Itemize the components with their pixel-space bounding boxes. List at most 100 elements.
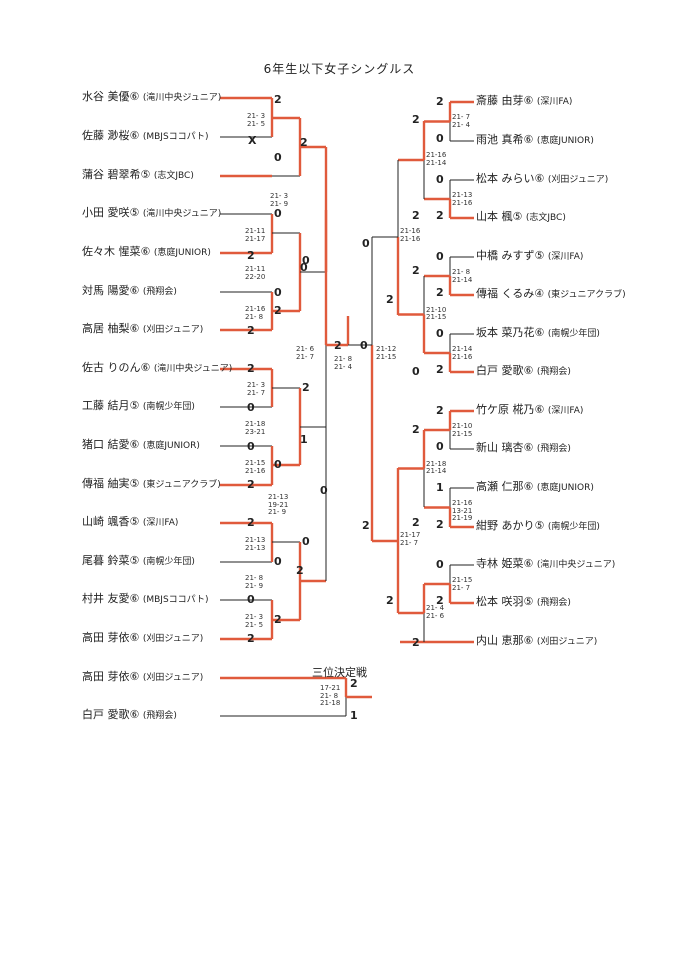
player-club: (刈田ジュニア) xyxy=(142,325,204,335)
match-score: 21-16 13-21 21-19 xyxy=(452,499,473,522)
player-right: 高瀬 仁那⑥ (恵庭JUNIOR) xyxy=(476,480,594,495)
match-result: 2 xyxy=(386,293,394,306)
player-left: 高田 芽依⑥ (刈田ジュニア) xyxy=(82,631,203,646)
player-name: 内山 恵那⑥ xyxy=(476,634,537,647)
match-result: 2 xyxy=(412,209,420,222)
match-result: 0 xyxy=(320,484,328,497)
match-score: 17-21 21- 8 21-18 xyxy=(320,684,341,707)
match-result: 0 xyxy=(302,254,310,267)
player-name: 傳福 くるみ④ xyxy=(476,287,548,300)
player-name: 紺野 あかり⑤ xyxy=(476,519,548,532)
player-third-place: 高田 芽依⑥ (刈田ジュニア) xyxy=(82,670,203,685)
player-name: 蒲谷 碧翠希⑤ xyxy=(82,168,154,181)
match-result: 0 xyxy=(360,339,368,352)
player-club: (南幌少年団) xyxy=(142,402,195,412)
match-score: 21-11 22-20 xyxy=(245,265,266,281)
player-club: (南幌少年団) xyxy=(142,557,195,567)
match-score: 21- 4 21- 6 xyxy=(426,604,445,620)
player-name: 新山 璃杏⑥ xyxy=(476,441,537,454)
match-score: 21-16 21-16 xyxy=(400,227,421,243)
player-club: (深川FA) xyxy=(142,518,179,528)
match-result: 2 xyxy=(362,519,370,532)
player-right: 紺野 あかり⑤ (南幌少年団) xyxy=(476,519,600,534)
player-name: 工藤 結月⑤ xyxy=(82,399,143,412)
match-result: 2 xyxy=(412,423,420,436)
player-left: 猪口 結愛⑥ (恵庭JUNIOR) xyxy=(82,438,200,453)
player-club: (刈田ジュニア) xyxy=(142,673,204,683)
player-club: (MBJSココパト) xyxy=(142,132,209,142)
match-result: 2 xyxy=(247,362,255,375)
match-result: 2 xyxy=(412,264,420,277)
match-result: 0 xyxy=(300,261,308,274)
match-score: 21-10 21-15 xyxy=(452,422,473,438)
player-right: 白戸 愛歌⑥ (飛翔会) xyxy=(476,364,571,379)
match-result: 2 xyxy=(247,632,255,645)
player-club: (飛翔会) xyxy=(536,367,571,377)
player-right: 傳福 くるみ④ (東ジュニアクラブ) xyxy=(476,287,626,302)
player-name: 水谷 美優⑥ xyxy=(82,90,143,103)
player-right: 寺林 姫菜⑥ (滝川中央ジュニア) xyxy=(476,557,615,572)
match-result: 2 xyxy=(247,478,255,491)
player-right: 雨池 真希⑥ (恵庭JUNIOR) xyxy=(476,133,594,148)
match-result: 0 xyxy=(302,535,310,548)
player-left: 蒲谷 碧翠希⑤ (志文JBC) xyxy=(82,168,194,183)
match-result: 0 xyxy=(274,555,282,568)
player-third-place: 白戸 愛歌⑥ (飛翔会) xyxy=(82,708,177,723)
match-score: 21-13 21-13 xyxy=(245,536,266,552)
player-club: (恵庭JUNIOR) xyxy=(536,483,594,493)
player-left: 傳福 紬実⑤ (東ジュニアクラブ) xyxy=(82,477,221,492)
match-score: 21- 3 21- 7 xyxy=(247,381,266,397)
match-score: 21-15 21- 7 xyxy=(452,576,473,592)
match-result: 2 xyxy=(247,516,255,529)
player-club: (東ジュニアクラブ) xyxy=(142,480,221,490)
player-right: 坂本 菜乃花⑥ (南幌少年団) xyxy=(476,326,600,341)
match-score: 21- 6 21- 7 xyxy=(296,345,315,361)
match-result: 2 xyxy=(247,249,255,262)
player-club: (刈田ジュニア) xyxy=(547,175,609,185)
match-result: X xyxy=(248,134,257,147)
player-left: 佐古 りのん⑥ (滝川中央ジュニア) xyxy=(82,361,232,376)
match-result: 0 xyxy=(436,440,444,453)
match-score: 21-13 21-16 xyxy=(452,191,473,207)
player-name: 村井 友愛⑥ xyxy=(82,592,143,605)
player-club: (滝川中央ジュニア) xyxy=(142,209,222,219)
player-name: 佐々木 惺菜⑥ xyxy=(82,245,154,258)
player-club: (南幌少年団) xyxy=(547,329,600,339)
match-result: 2 xyxy=(274,93,282,106)
match-result: 0 xyxy=(274,458,282,471)
player-left: 対馬 陽愛⑥ (飛翔会) xyxy=(82,284,177,299)
match-result: 1 xyxy=(436,481,444,494)
match-result: 1 xyxy=(300,433,308,446)
player-club: (飛翔会) xyxy=(536,598,571,608)
player-name: 中橋 みすず⑤ xyxy=(476,249,548,262)
player-left: 佐藤 渺桜⑥ (MBJSココパト) xyxy=(82,129,208,144)
match-result: 1 xyxy=(350,709,358,722)
match-result: 0 xyxy=(274,286,282,299)
match-result: 0 xyxy=(436,132,444,145)
player-name: 猪口 結愛⑥ xyxy=(82,438,143,451)
match-score: 21- 8 21-14 xyxy=(452,268,473,284)
player-club: (滝川中央ジュニア) xyxy=(142,93,222,103)
match-result: 0 xyxy=(436,250,444,263)
match-score: 21-11 21-17 xyxy=(245,227,266,243)
match-result: 2 xyxy=(436,209,444,222)
player-club: (滝川中央ジュニア) xyxy=(536,560,616,570)
match-result: 2 xyxy=(300,136,308,149)
player-right: 斎藤 由芽⑥ (深川FA) xyxy=(476,94,572,109)
match-score: 21-12 21-15 xyxy=(376,345,397,361)
player-name: 寺林 姫菜⑥ xyxy=(476,557,537,570)
player-left: 小田 愛咲⑤ (滝川中央ジュニア) xyxy=(82,206,221,221)
player-name: 雨池 真希⑥ xyxy=(476,133,537,146)
player-club: (飛翔会) xyxy=(142,287,177,297)
player-right: 新山 璃杏⑥ (飛翔会) xyxy=(476,441,571,456)
player-left: 佐々木 惺菜⑥ (恵庭JUNIOR) xyxy=(82,245,211,260)
player-club: (MBJSココパト) xyxy=(142,595,209,605)
player-name: 白戸 愛歌⑥ xyxy=(82,708,143,721)
player-left: 尾暮 鈴菜⑤ (南幌少年団) xyxy=(82,554,195,569)
match-score: 21-16 21- 8 xyxy=(245,305,266,321)
match-result: 2 xyxy=(436,594,444,607)
player-name: 高田 芽依⑥ xyxy=(82,631,143,644)
page-title: 6年生以下女子シングルス xyxy=(263,62,416,76)
match-result: 2 xyxy=(412,516,420,529)
